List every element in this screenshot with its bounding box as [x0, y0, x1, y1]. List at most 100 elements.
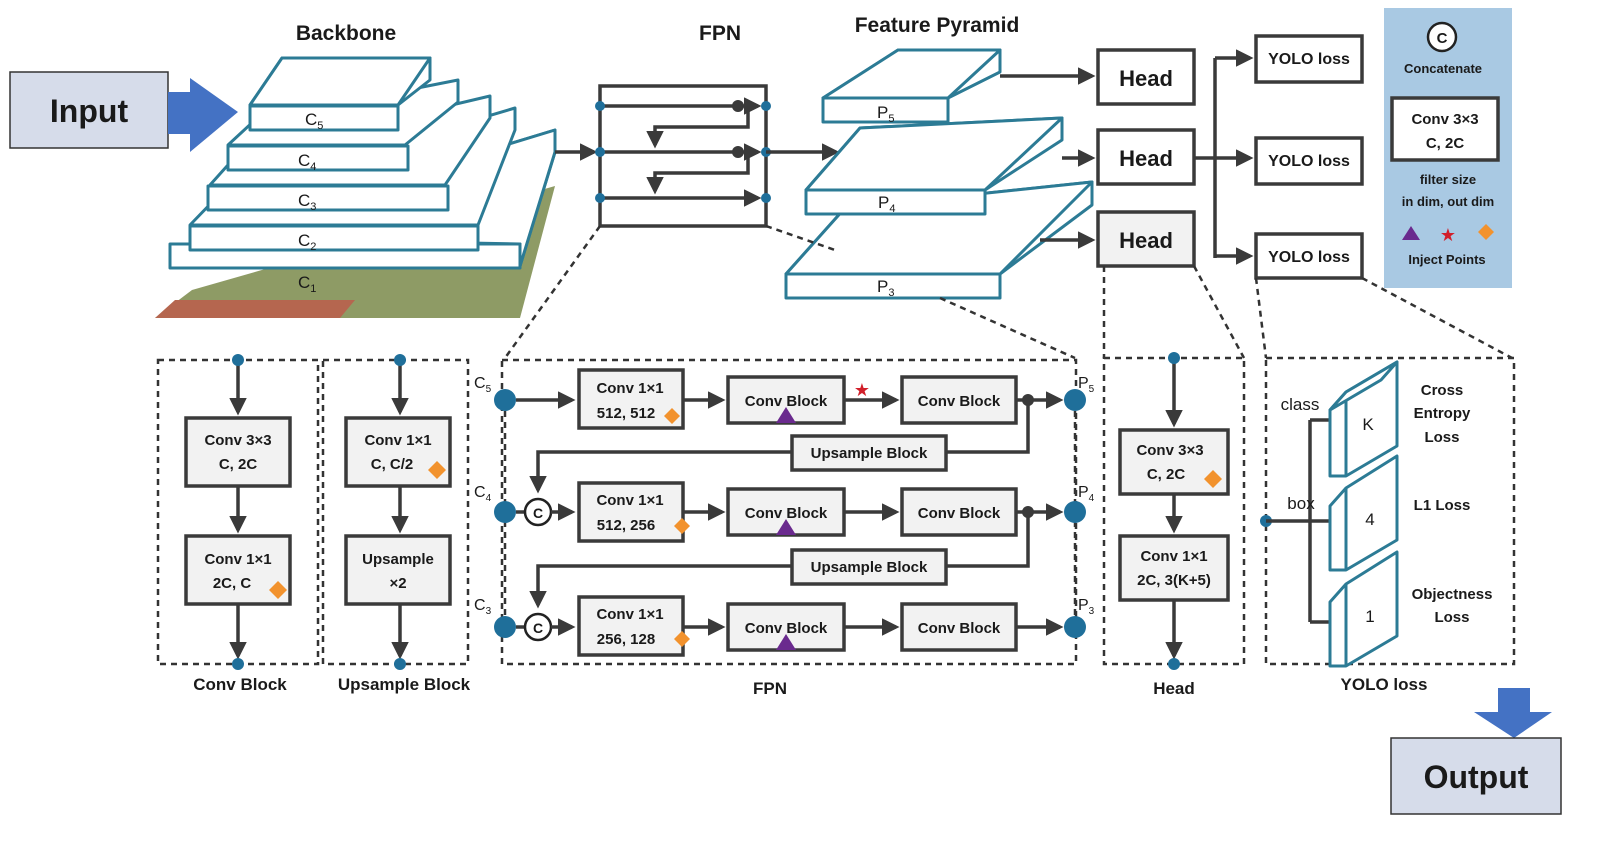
- legend-conv-box: [1390, 96, 1500, 162]
- conv-block-title: Conv Block: [193, 675, 287, 694]
- input-box: [9, 71, 169, 149]
- input-label: Input: [50, 93, 129, 129]
- output-box: [1390, 737, 1562, 815]
- fpn-upsample-1: Upsample Block: [529, 400, 1030, 494]
- inject-diamond-icon: [1204, 470, 1222, 488]
- svg-text:Conv 3×3: Conv 3×3: [204, 432, 271, 449]
- pyramid-label-p4: P4: [878, 193, 895, 215]
- svg-text:512, 256: 512, 256: [597, 517, 655, 534]
- svg-text:Upsample Block: Upsample Block: [811, 445, 928, 462]
- loss-cross-entropy-l2: Entropy: [1414, 405, 1471, 422]
- fpn-row-c3: C Conv 1×1 256, 128 Conv Block Conv Bloc…: [516, 595, 1064, 657]
- pyramid-label-p3: P3: [877, 277, 894, 299]
- inject-diamond-icon: [428, 461, 446, 479]
- fpn-output-p4-node: [1064, 501, 1086, 523]
- svg-text:Conv Block: Conv Block: [918, 505, 1001, 522]
- svg-text:Conv 1×1: Conv 1×1: [596, 492, 663, 509]
- pyramid-level-p3: [784, 180, 1094, 300]
- fpn-input-label-c5: C5: [474, 375, 492, 395]
- inject-triangle-icon: [776, 407, 796, 423]
- loss-l1: L1 Loss: [1414, 497, 1471, 514]
- svg-text:Head: Head: [1119, 66, 1173, 91]
- fpn-input-label-c4: C4: [474, 484, 492, 504]
- loss-cross-entropy-l1: Cross: [1421, 382, 1464, 399]
- pyramid-level-p5: [821, 48, 1002, 124]
- inject-triangle-icon: [1402, 226, 1420, 240]
- inject-star-icon: ★: [854, 380, 870, 400]
- svg-text:C, C/2: C, C/2: [371, 456, 414, 473]
- yolo-loss-box-2: YOLO loss: [1254, 136, 1364, 186]
- backbone-label-c1: C1: [298, 273, 316, 295]
- svg-text:Conv 1×1: Conv 1×1: [596, 380, 663, 397]
- inject-triangle-icon: [776, 519, 796, 535]
- upsample-block-detail: Conv 1×1 C, C/2 Upsample ×2 Upsample Blo…: [321, 354, 471, 694]
- svg-text:YOLO loss: YOLO loss: [1268, 249, 1350, 266]
- inject-diamond-icon: [1478, 224, 1494, 240]
- fpn-detail: C5 C4 C3 P5 P4 P3 Conv 1×1 512, 512 Conv…: [474, 358, 1095, 698]
- feature-pyramid: P5 P4 P3: [784, 48, 1094, 300]
- upsample-x2: [344, 534, 452, 606]
- upsample-block-title: Upsample Block: [338, 675, 471, 694]
- legend-concatenate-label: Concatenate: [1404, 61, 1482, 76]
- fpn-input-c5-node: [494, 389, 516, 411]
- svg-text:Conv Block: Conv Block: [745, 393, 828, 410]
- output-block: Output: [1390, 688, 1562, 815]
- fpn-row-c5: Conv 1×1 512, 512 Conv Block ★ Conv Bloc…: [516, 368, 1064, 430]
- svg-text:2C, 3(K+5): 2C, 3(K+5): [1137, 572, 1211, 589]
- legend-dims: in dim, out dim: [1402, 194, 1494, 209]
- svg-text:Conv Block: Conv Block: [745, 620, 828, 637]
- pyramid-level-p4: [804, 116, 1064, 216]
- fpn-row-c4: C Conv 1×1 512, 256 Conv Block Conv Bloc…: [516, 481, 1064, 543]
- svg-text:Conv 3×3: Conv 3×3: [1411, 111, 1478, 128]
- yolo-loss-box-3: YOLO loss: [1254, 232, 1364, 280]
- svg-text:K: K: [1362, 415, 1374, 434]
- tensor-objectness: 1: [1328, 550, 1399, 668]
- svg-text:256, 128: 256, 128: [597, 631, 655, 648]
- head-box-3: Head: [1096, 210, 1196, 268]
- fpn-output-label-p3: P3: [1078, 597, 1095, 617]
- branch-class-label: class: [1281, 395, 1320, 414]
- inject-star-icon: ★: [1440, 225, 1456, 245]
- svg-text:Head: Head: [1119, 146, 1173, 171]
- output-label: Output: [1424, 759, 1529, 795]
- yolo-loss-box-1: YOLO loss: [1254, 34, 1364, 84]
- fpn-upsample-2: Upsample Block: [529, 512, 1030, 609]
- svg-text:×2: ×2: [389, 575, 406, 592]
- svg-text:C, 2C: C, 2C: [219, 456, 258, 473]
- tensor-box: 4: [1328, 454, 1399, 572]
- pyramid-label-p5: P5: [877, 103, 894, 125]
- fpn-output-label-p5: P5: [1078, 375, 1095, 395]
- backbone-label-c5: C5: [305, 110, 323, 132]
- head-detail-title: Head: [1153, 679, 1195, 698]
- head-to-loss-connectors: [1194, 49, 1254, 265]
- backbone-label-c4: C4: [298, 151, 316, 173]
- legend-inject-points-label: Inject Points: [1408, 252, 1485, 267]
- tensor-class: K: [1328, 360, 1399, 478]
- fpn-detail-title: FPN: [753, 679, 787, 698]
- svg-text:YOLO loss: YOLO loss: [1268, 51, 1350, 68]
- svg-text:1: 1: [1365, 607, 1374, 626]
- loss-objectness-l1: Objectness: [1412, 586, 1493, 603]
- output-arrow-icon: [1474, 688, 1552, 738]
- branch-box-label: box: [1287, 494, 1315, 513]
- svg-text:YOLO loss: YOLO loss: [1268, 153, 1350, 170]
- svg-text:C, 2C: C, 2C: [1426, 135, 1465, 152]
- svg-text:Conv 1×1: Conv 1×1: [364, 432, 431, 449]
- fpn-input-c4-node: [494, 501, 516, 523]
- conv-block-conv3x3: [184, 416, 292, 488]
- inject-diamond-icon: [664, 408, 680, 424]
- svg-text:C, 2C: C, 2C: [1147, 466, 1186, 483]
- svg-text:Conv 3×3: Conv 3×3: [1136, 442, 1203, 459]
- fpn-mini: [595, 84, 771, 228]
- backbone-label-c3: C3: [298, 191, 316, 213]
- fpn-title: FPN: [699, 22, 741, 45]
- backbone-stack: C5 C4 C3 C2 C1: [155, 56, 557, 318]
- detail-zoom-connectors: [503, 224, 1513, 360]
- svg-text:4: 4: [1365, 510, 1374, 529]
- svg-text:C: C: [1437, 30, 1448, 47]
- svg-text:Conv Block: Conv Block: [745, 505, 828, 522]
- head-box-1: Head: [1096, 48, 1196, 106]
- loss-cross-entropy-l3: Loss: [1424, 429, 1459, 446]
- svg-text:Upsample: Upsample: [362, 551, 434, 568]
